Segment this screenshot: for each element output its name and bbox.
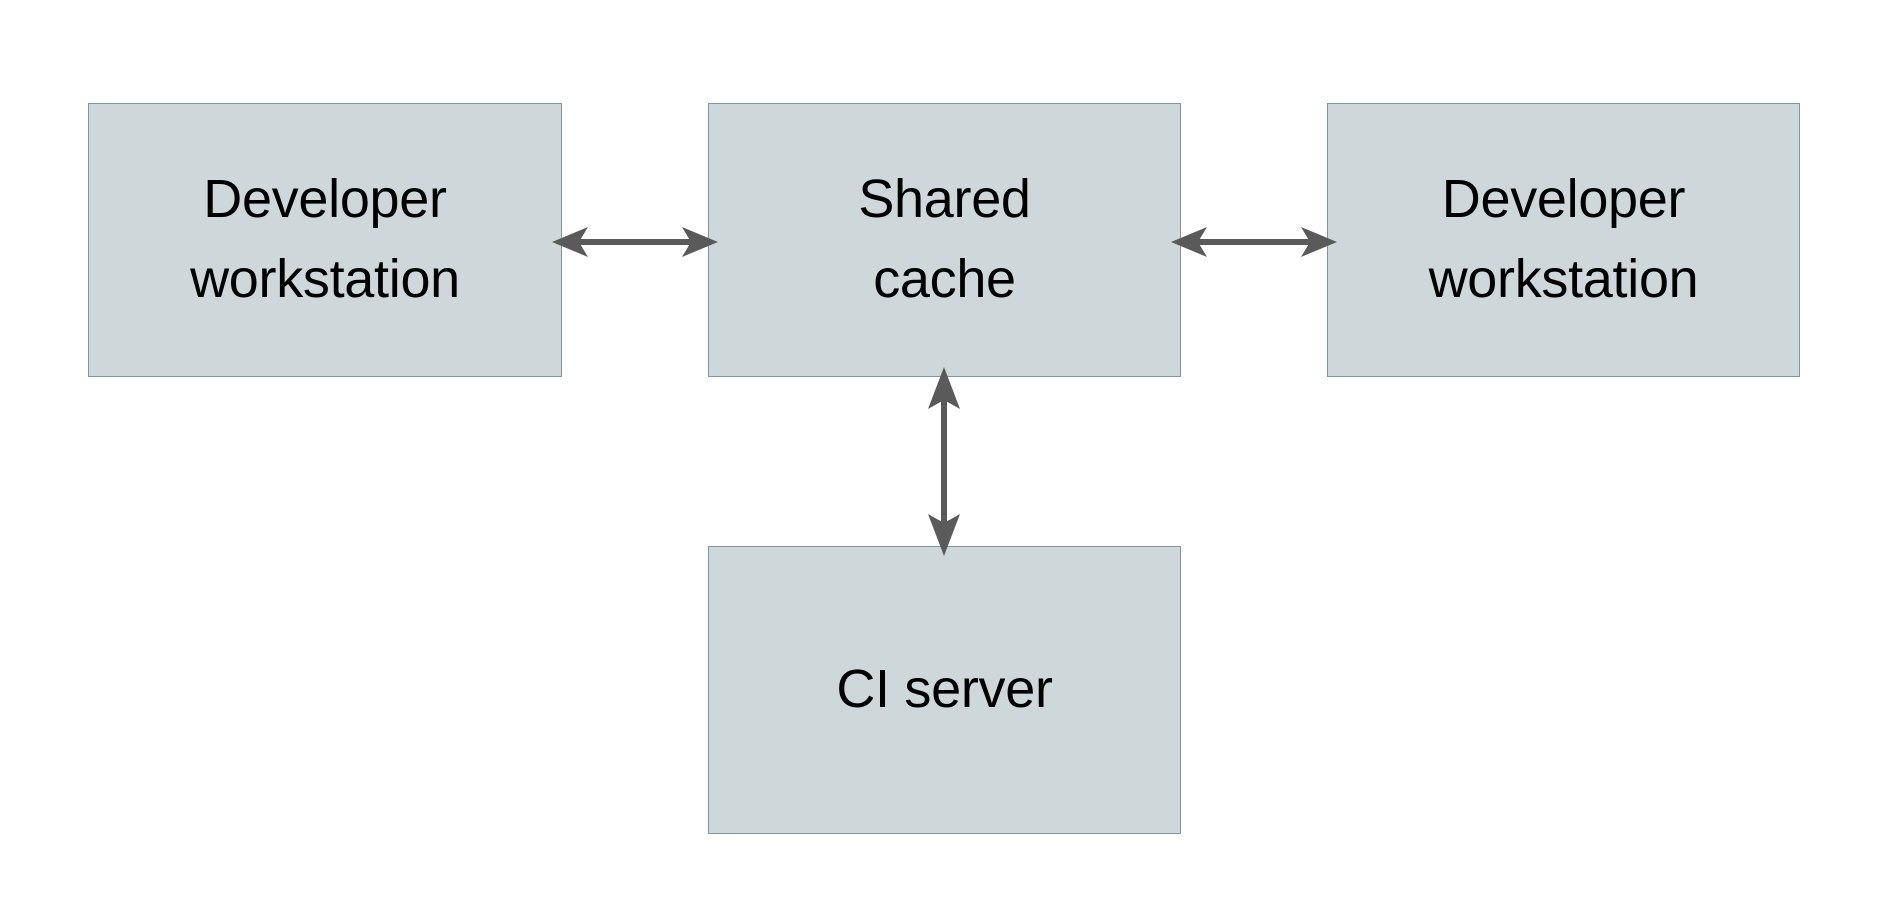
node-developer-workstation-left[interactable]: Developer workstation (88, 103, 562, 377)
edge-shared-cache-to-ci-server-bidirectional-arrow (928, 367, 960, 556)
node-ci-server[interactable]: CI server (708, 546, 1181, 834)
node-shared-cache[interactable]: Shared cache (708, 103, 1181, 377)
edge-shared-cache-to-developer-right-bidirectional-arrow (1171, 227, 1337, 257)
node-label: Shared cache (858, 169, 1031, 309)
edge-developer-left-to-shared-cache-bidirectional-arrow (552, 227, 718, 257)
node-developer-workstation-right[interactable]: Developer workstation (1327, 103, 1800, 377)
node-label: Developer workstation (1428, 169, 1699, 309)
node-label: CI server (836, 659, 1053, 720)
node-label: Developer workstation (190, 169, 460, 309)
